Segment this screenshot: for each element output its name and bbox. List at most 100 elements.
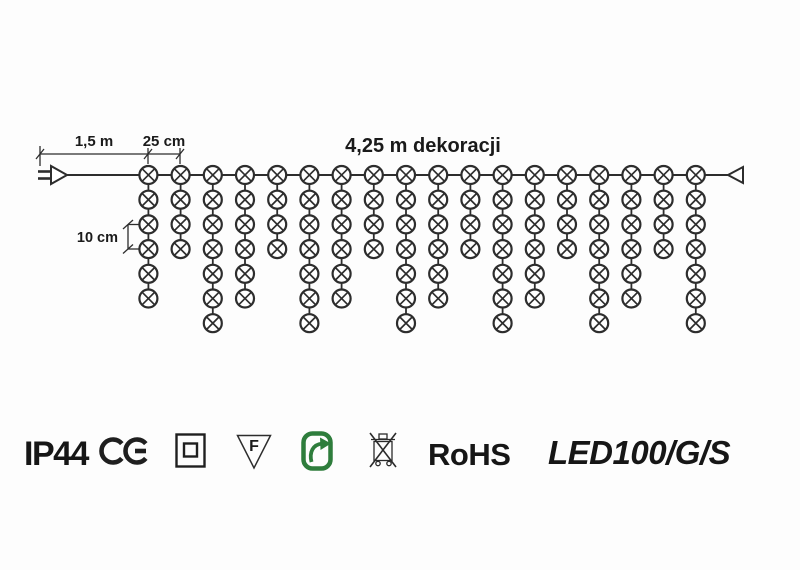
bulb-cross [141, 192, 156, 207]
bulb-cross [399, 168, 413, 182]
bulb-cross [495, 242, 510, 257]
bulb-cross [173, 168, 188, 182]
bulb-cross [527, 242, 542, 257]
lead-length-label: 1,5 m [75, 133, 113, 150]
bulb-cross [399, 192, 413, 207]
bulb-cross [270, 242, 285, 257]
bulb-cross [656, 192, 671, 207]
bulb-cross [527, 217, 542, 232]
light-drops [138, 164, 706, 334]
bulb-cross [141, 217, 156, 232]
icicle-lights-diagram: 1,5 m 25 cm 4,25 m dekoracji 10 cm [35, 133, 744, 334]
f-mark-triangle-icon: F [236, 434, 272, 470]
bulb-cross [238, 192, 252, 207]
bulb-cross [366, 168, 381, 182]
bulb-cross [463, 217, 478, 232]
light-drop-9 [395, 164, 417, 334]
power-plug-icon [38, 164, 70, 186]
bulb-cross [688, 316, 703, 331]
bulb-cross [688, 266, 703, 281]
light-drop-13 [524, 164, 545, 309]
bulb-cross [688, 192, 703, 207]
bulb-cross [302, 266, 317, 281]
bulb-cross [334, 217, 349, 232]
bulb-cross [173, 217, 188, 232]
bulb-cross [560, 217, 574, 232]
bulb-cross [205, 168, 220, 182]
bulb-cross [302, 192, 317, 207]
bulb-cross [173, 192, 188, 207]
decoration-length-label: 4,25 m dekoracji [345, 135, 501, 157]
dimension-bulb-spacing: 10 cm [77, 219, 139, 254]
bulb-cross [592, 168, 607, 182]
bulb-cross [238, 266, 252, 281]
bulb-cross [592, 217, 607, 232]
bulb-cross [431, 217, 446, 232]
bulb-cross [399, 217, 413, 232]
bulb-cross [624, 266, 639, 281]
bulb-cross [334, 291, 349, 306]
bulb-cross [173, 242, 188, 257]
bulb-cross [302, 217, 317, 232]
bulb-cross [688, 291, 703, 306]
bulb-cross [527, 266, 542, 281]
bulb-cross [302, 168, 317, 182]
bulb-cross [656, 242, 671, 257]
bulb-cross [431, 192, 446, 207]
end-connector-icon [725, 165, 744, 185]
light-drop-11 [460, 164, 481, 260]
bulb-cross [270, 217, 285, 232]
bulb-spacing-label: 10 cm [77, 230, 118, 246]
bulb-cross [399, 316, 413, 331]
bulb-cross [624, 168, 639, 182]
light-drop-2 [170, 164, 191, 260]
bulb-cross [656, 168, 671, 182]
light-drop-15 [589, 164, 610, 334]
bulb-cross [527, 192, 542, 207]
light-drop-1 [138, 164, 159, 309]
class-ii-double-square-icon [175, 433, 206, 468]
bulb-cross [431, 168, 446, 182]
bulb-cross [495, 168, 510, 182]
bulb-cross [302, 316, 317, 331]
bulb-cross [366, 217, 381, 232]
bulb-cross [431, 266, 446, 281]
bulb-cross [205, 217, 220, 232]
bulb-cross [592, 266, 607, 281]
light-drop-16 [621, 164, 642, 309]
bulb-cross [141, 291, 156, 306]
bulb-cross [431, 291, 446, 306]
bulb-cross [270, 192, 285, 207]
bulb-cross [205, 266, 220, 281]
bulb-cross [302, 242, 317, 257]
bulb-cross [141, 242, 156, 257]
drop-spacing-label: 25 cm [143, 133, 186, 150]
bulb-cross [238, 168, 252, 182]
light-drop-10 [428, 164, 449, 309]
bulb-cross [495, 266, 510, 281]
f-mark-letter: F [249, 438, 259, 455]
bulb-cross [656, 217, 671, 232]
bulb-cross [238, 242, 252, 257]
light-drop-4 [234, 164, 256, 309]
light-drop-18 [685, 164, 706, 334]
light-drop-5 [267, 164, 288, 260]
bulb-cross [624, 192, 639, 207]
bulb-cross [366, 242, 381, 257]
bulb-cross [141, 266, 156, 281]
bulb-cross [270, 168, 285, 182]
bulb-cross [205, 242, 220, 257]
bulb-cross [560, 168, 574, 182]
bulb-cross [495, 217, 510, 232]
bulb-cross [592, 291, 607, 306]
bulb-cross [399, 291, 413, 306]
bulb-cross [399, 266, 413, 281]
rohs-label: RoHS [428, 437, 511, 472]
light-drop-6 [299, 164, 320, 334]
light-drop-3 [202, 164, 223, 334]
bulb-cross [238, 291, 252, 306]
bulb-cross [527, 168, 542, 182]
weee-crossed-bin-icon [369, 432, 397, 468]
light-drop-17 [653, 164, 674, 260]
bulb-cross [624, 291, 639, 306]
